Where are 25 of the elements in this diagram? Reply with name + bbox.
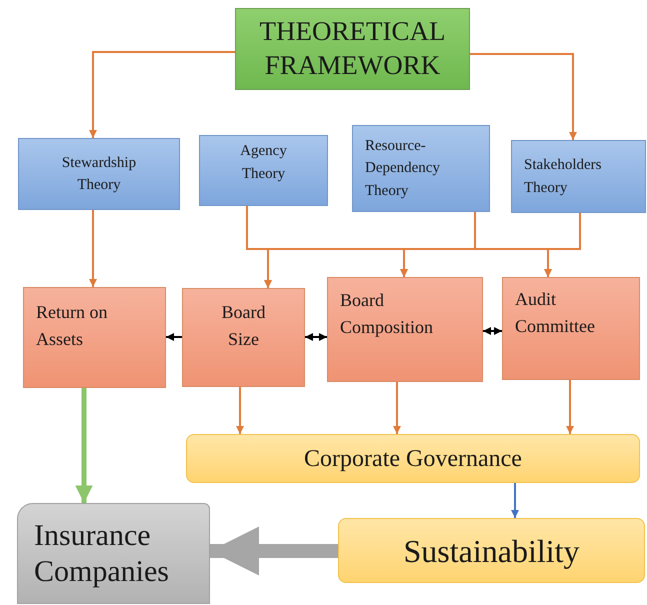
arrow: [75, 388, 93, 503]
concept-box: Stewardship Theory: [18, 138, 180, 210]
concept-box: Audit Committee: [502, 277, 640, 380]
arrow: [566, 380, 574, 434]
arrow: [483, 327, 502, 335]
arrow: [166, 333, 182, 341]
concept-box: Agency Theory: [199, 135, 328, 206]
title-box: THEORETICAL FRAMEWORK: [235, 8, 470, 90]
arrow: [89, 210, 97, 287]
concept-box: Stakeholders Theory: [511, 140, 646, 213]
arrow: [210, 526, 338, 576]
outcome-box: Sustainability: [338, 518, 645, 583]
concept-box: Board Composition: [327, 277, 483, 382]
governance-bar: Corporate Governance: [186, 434, 640, 483]
arrow: [470, 53, 577, 140]
arrow: [544, 213, 581, 277]
arrow: [511, 483, 519, 518]
arrow: [89, 51, 235, 138]
target-box: Insurance Companies: [17, 503, 210, 604]
concept-box: Return on Assets: [23, 287, 166, 388]
arrow: [236, 387, 244, 434]
concept-box: Resource-Dependency Theory: [352, 125, 490, 212]
concept-box: Board Size: [182, 288, 305, 387]
arrow: [305, 333, 327, 341]
arrow: [393, 382, 401, 434]
